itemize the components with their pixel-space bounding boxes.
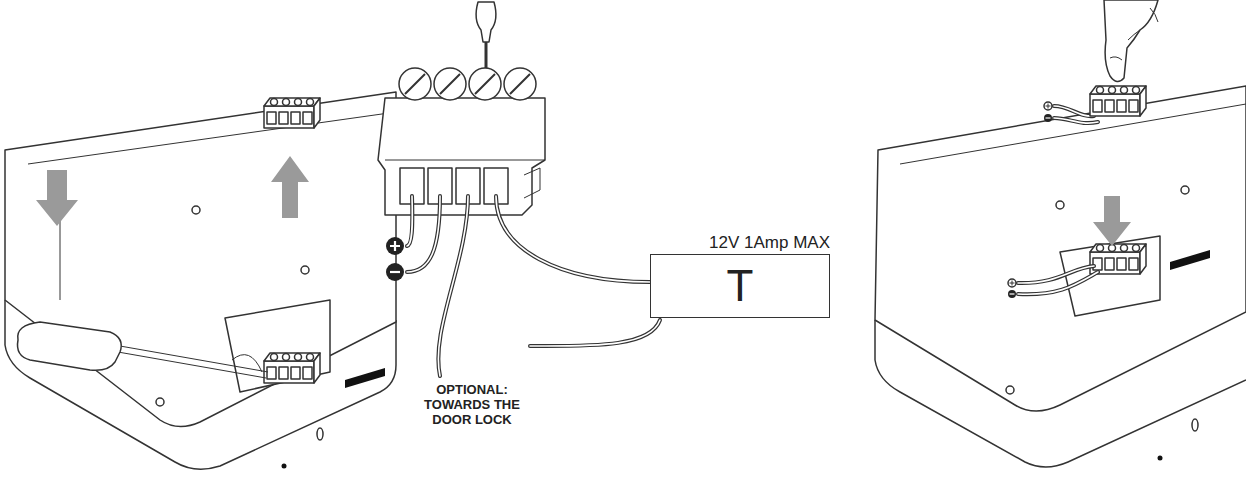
housing-left-part (317, 428, 323, 440)
insert-arrow (1093, 196, 1131, 246)
wires-part (438, 196, 468, 376)
housing-right-part (1170, 250, 1210, 270)
wires-part (407, 196, 412, 246)
terminal-block-held (1090, 86, 1146, 116)
housing-right-part (1192, 419, 1198, 431)
housing-right-part (1181, 186, 1189, 194)
terminal-block-large-part (385, 160, 545, 161)
housing-left-part (5, 92, 396, 427)
terminal-block-large-part (378, 98, 545, 215)
housing-left-part (28, 112, 396, 164)
terminal-block-seated (264, 353, 320, 383)
housing-right-part (1158, 456, 1163, 461)
pointing-finger-part (1110, 8, 1158, 60)
wires-right-part (1008, 290, 1016, 298)
wires-right-part (1010, 281, 1015, 286)
wires-right-part (1054, 118, 1098, 123)
wires-right-part (1008, 279, 1016, 287)
pointing-finger-part (1104, 0, 1158, 82)
polarity-icons (386, 237, 404, 281)
wires-right-part (1054, 118, 1098, 123)
housing-left-part (156, 398, 164, 406)
polarity-icons-part (390, 241, 400, 251)
wires-part (530, 320, 660, 346)
wires-right (1008, 102, 1098, 298)
housing-right-part (875, 86, 1246, 411)
wires-part (407, 196, 440, 272)
wires-part (530, 320, 660, 346)
screwdriver-left (18, 322, 269, 378)
note-label: OPTIONAL: TOWARDS THE DOOR LOCK (420, 382, 524, 427)
wires-right-part (1046, 104, 1051, 109)
wires-part (496, 196, 650, 282)
housing-right-part (1006, 386, 1014, 394)
supply-outline: T (650, 254, 830, 318)
push-arrow (36, 170, 78, 226)
wires-right-part (1010, 293, 1015, 294)
housing-left-part (232, 355, 262, 372)
wires-part (407, 196, 440, 272)
wires-right-part (1054, 106, 1094, 116)
screwdriver-top (476, 2, 496, 68)
polarity-icons-part (390, 271, 400, 273)
screwdriver-top-part (476, 2, 496, 42)
rating-label: 12V 1Amp MAX (650, 232, 830, 254)
terminal-block-large (378, 68, 545, 215)
wires-part (438, 196, 468, 376)
wires-right-part (1018, 272, 1098, 294)
housing-left-part (301, 266, 309, 274)
wires-part (407, 196, 412, 246)
housing-right-part (1060, 236, 1160, 316)
housing-left-part (192, 206, 200, 214)
lift-arrow (271, 156, 309, 218)
wires-right-part (1046, 117, 1051, 118)
wires-right-part (1054, 106, 1094, 116)
housing-right (875, 86, 1246, 467)
screwdriver-left-part (18, 322, 122, 370)
housing-right-part (1056, 201, 1064, 209)
pointing-finger (1104, 0, 1158, 82)
supply-box: 12V 1Amp MAX T (650, 232, 830, 318)
screwdriver-top-part (485, 42, 488, 68)
terminal-block-large-part (405, 74, 530, 94)
wires-right-part (1044, 102, 1052, 110)
housing-left-part (345, 368, 385, 388)
terminal-block-removed (264, 98, 320, 128)
wires-right-part (1018, 272, 1098, 294)
housing-left (5, 92, 396, 469)
terminal-block-refitted (1090, 244, 1146, 274)
housing-left-part (282, 464, 287, 469)
wires-part (496, 196, 650, 282)
wires (407, 196, 660, 376)
supply-symbol: T (727, 262, 754, 310)
screwdriver-left-part (118, 346, 268, 378)
polarity-icons-part (386, 263, 404, 281)
polarity-icons-part (386, 237, 404, 255)
housing-right-part (900, 104, 1246, 164)
housing-left-part (225, 300, 330, 392)
wires-right-part (1044, 114, 1052, 122)
terminal-block-large-part (524, 168, 540, 198)
